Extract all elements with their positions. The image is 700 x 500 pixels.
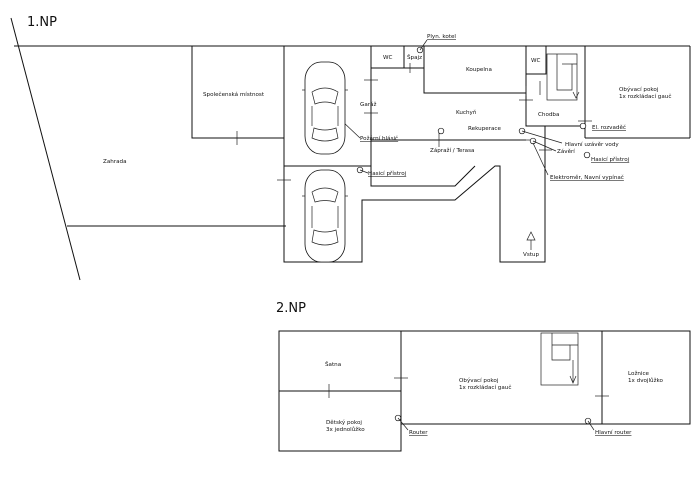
- el-switchboard-label: El. rozvaděč: [592, 124, 626, 131]
- bedroom-furniture: 1x dvojlůžko: [628, 377, 664, 384]
- gas-boiler-label: Plyn. kotel: [427, 34, 456, 40]
- car-icon-top: [302, 61, 348, 155]
- water-valve-label: Hlavní uzávěr vody: [565, 141, 619, 148]
- wardrobe-label: Šatna: [325, 361, 341, 368]
- wc-left-label: WC: [383, 55, 393, 61]
- floor1-doors: [236, 63, 592, 181]
- car-icon-bottom: [302, 169, 348, 263]
- garden-label: Zahrada: [103, 159, 127, 165]
- recuperation-label: Rekuperace: [468, 126, 501, 132]
- corridor-label: Chodba: [538, 112, 559, 118]
- kids-room-label: Dětský pokoj: [326, 419, 362, 426]
- bathroom-label: Koupelna: [466, 67, 492, 73]
- floor2-living-room-furniture: 1x rozkládací gauč: [459, 384, 511, 391]
- extinguisher-corridor-label: Hasicí přístroj: [591, 156, 630, 163]
- lock-label: Závěrí: [557, 148, 575, 155]
- storage-label: Špajz: [407, 54, 422, 61]
- floor2-living-room-label: Obývací pokoj: [459, 377, 499, 384]
- common-room-label: Společenská místnost: [203, 91, 265, 98]
- floor1-walls: [191, 45, 691, 263]
- porch-label: Zápraží / Terasa: [430, 147, 474, 154]
- recuperation-marker: [437, 127, 445, 135]
- floor2-walls: [278, 330, 691, 452]
- floor1-title: 1.NP: [27, 15, 57, 30]
- floor2-title: 2.NP: [276, 301, 306, 316]
- garden-boundary: [10, 17, 286, 281]
- entrance-arrow-icon: [526, 231, 536, 250]
- garage-label: Garáž: [360, 101, 376, 108]
- router-markers: [394, 414, 595, 431]
- kitchen-label: Kuchyň: [456, 109, 477, 116]
- main-router-label: Hlavní router: [595, 429, 632, 436]
- bedroom-label: Ložnice: [628, 370, 650, 377]
- wc-right-label: WC: [531, 58, 541, 64]
- living-room-furniture: 1x rozkládací gauč: [619, 93, 671, 100]
- equipment-markers: [320, 39, 591, 176]
- kids-room-furniture: 3x jednolůžko: [326, 426, 365, 433]
- el-switchboard-marker: [579, 122, 587, 130]
- extinguisher-corridor-marker: [583, 151, 591, 159]
- fire-valve-label: Požární hlásič: [360, 135, 398, 142]
- extinguisher-garage-label: Hasicí přístroj: [368, 170, 407, 177]
- electrometer-label: Elektroměr, Navní vypínač: [550, 174, 624, 181]
- living-room-label: Obývací pokoj: [619, 86, 659, 93]
- router-left-label: Router: [409, 430, 428, 436]
- entrance-label: Vstup: [523, 252, 539, 258]
- floor2-doors: [328, 377, 609, 398]
